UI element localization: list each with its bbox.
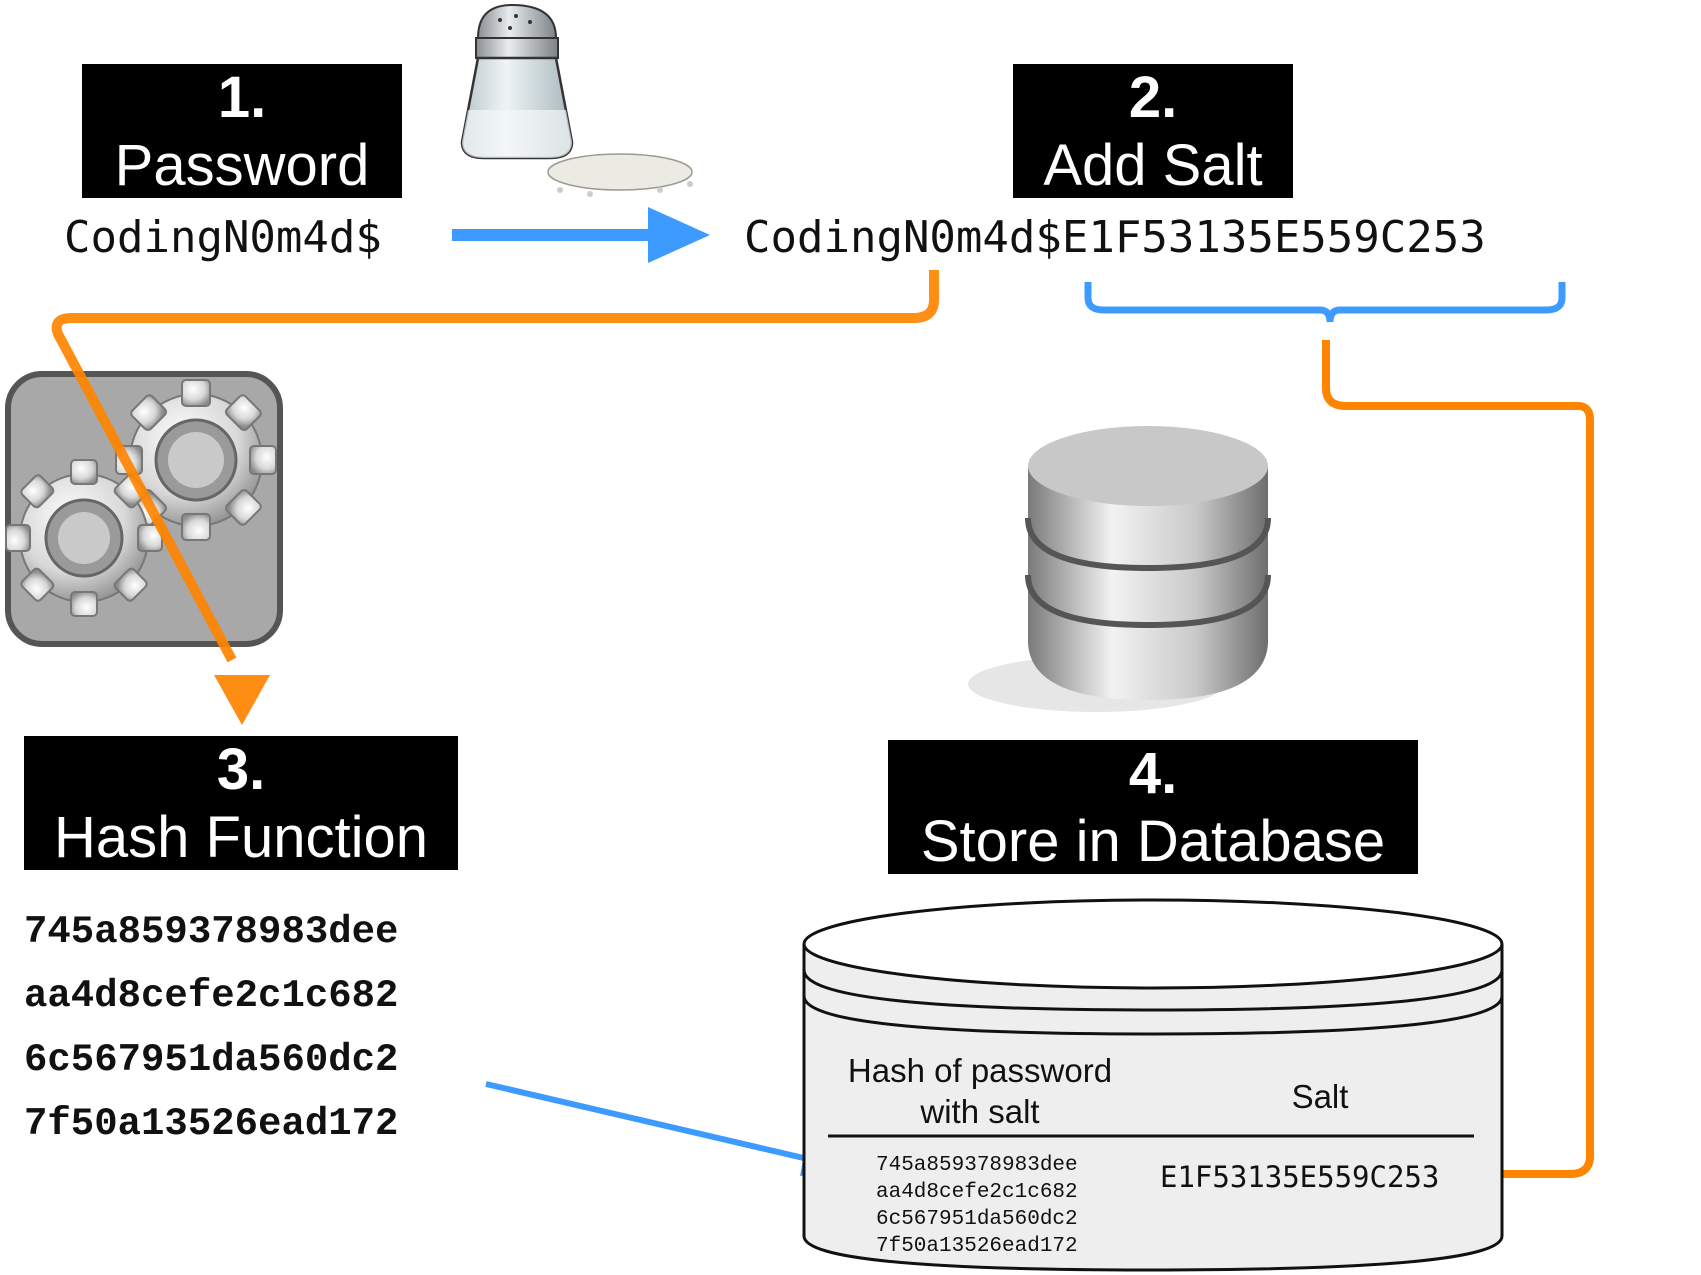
db-hash-line-4: 7f50a13526ead172	[876, 1235, 1078, 1258]
db-salt-value: E1F53135E559C253	[1160, 1160, 1440, 1194]
step-4-box: 4. Store in Database	[888, 740, 1418, 874]
gears-icon	[5, 371, 283, 647]
step-4-number: 4.	[1128, 741, 1178, 806]
salt-brace	[1084, 282, 1566, 323]
step-3-number: 3.	[216, 737, 266, 802]
step-1-label: Password	[114, 133, 370, 199]
to-hash-arrow	[51, 270, 939, 725]
db-col-salt-header: Salt	[1291, 1078, 1349, 1115]
db-hash-value: 745a859378983dee aa4d8cefe2c1c682 6c5679…	[876, 1152, 1078, 1260]
hash-line-3: 6c567951da560dc2	[24, 1038, 399, 1082]
db-col-hash-header: Hash of password with salt	[830, 1050, 1130, 1133]
step-2-box: 2. Add Salt	[1013, 64, 1293, 198]
db-hash-line-1: 745a859378983dee	[876, 1154, 1078, 1177]
database-icon	[968, 426, 1271, 712]
step-2-number: 2.	[1128, 65, 1178, 130]
salted-password-part: CodingN0m4d$	[744, 212, 1062, 263]
hash-line-1: 745a859378983dee	[24, 910, 399, 954]
db-col-hash-header-line-1: Hash of password	[847, 1052, 1113, 1089]
step-3-box: 3. Hash Function	[24, 736, 458, 870]
add-salt-arrow	[452, 207, 710, 263]
hash-line-4: 7f50a13526ead172	[24, 1102, 399, 1146]
salt-part: E1F53135E559C253	[1061, 212, 1486, 263]
db-hash-line-3: 6c567951da560dc2	[876, 1208, 1078, 1231]
db-hash-line-2: aa4d8cefe2c1c682	[876, 1181, 1078, 1204]
step-1-number: 1.	[217, 65, 267, 130]
hash-line-2: aa4d8cefe2c1c682	[24, 974, 399, 1018]
password-text: CodingN0m4d$	[64, 212, 382, 263]
step-2-label: Add Salt	[1043, 133, 1263, 199]
db-col-hash-header-line-2: with salt	[920, 1093, 1040, 1131]
step-4-label: Store in Database	[920, 809, 1386, 875]
database-table	[802, 898, 1504, 1272]
salt-shaker-icon	[460, 3, 693, 197]
step-3-label: Hash Function	[54, 805, 428, 871]
salted-password: CodingN0m4d$E1F53135E559C253	[744, 212, 1486, 263]
hash-to-db-arrow	[485, 1081, 850, 1176]
step-1-box: 1. Password	[82, 64, 402, 198]
